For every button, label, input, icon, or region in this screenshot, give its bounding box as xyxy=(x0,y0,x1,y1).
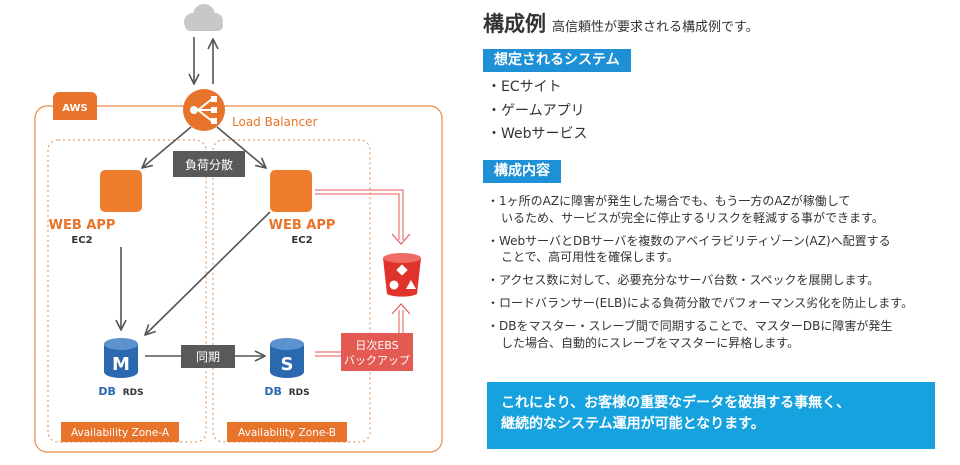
backup-label-line2: バックアップ xyxy=(344,354,410,367)
list-item: ・ロードバランサー(ELB)による負荷分散でパフォーマンス劣化を防止します。 xyxy=(487,295,952,312)
aws-badge: AWS xyxy=(53,92,97,120)
list-item: ・アクセス数に対して、必要充分なサーバ台数・スペックを展開します。 xyxy=(487,272,952,289)
aws-label: AWS xyxy=(62,103,88,114)
list-item: ・1ヶ所のAZに障害が発生した場合でも、もう一方のAZが稼働して いるため、サー… xyxy=(487,193,952,226)
arrow-lb-to-web-b xyxy=(216,126,266,168)
svg-text:DB RDS: DB RDS xyxy=(264,385,309,398)
zone-a-label: Availability Zone-A xyxy=(71,427,170,439)
arrow-web-b-to-db-a xyxy=(145,211,271,335)
ec2-icon xyxy=(270,170,312,212)
details-heading: 構成内容 xyxy=(483,160,561,183)
backup-label-line1: 日次EBS xyxy=(355,338,398,352)
db-a-glyph: M xyxy=(112,354,130,375)
list-item: ・DBをマスター・スレーブ間で同期することで、マスターDBに障害が発生 した場合… xyxy=(487,318,952,351)
list-item: ・WebサーバとDBサーバを複数のアベイラビリティゾーン(AZ)へ配置する こと… xyxy=(487,233,952,266)
detail-text: ・アクセス数に対して、必要充分なサーバ台数・スペックを展開します。 xyxy=(487,273,880,287)
description-panel: 構成例高信頼性が要求される構成例です。 想定されるシステム ・ECサイト ・ゲー… xyxy=(483,0,953,465)
load-distribution-label-box: 負荷分散 xyxy=(173,151,245,177)
page-subtitle: 高信頼性が要求される構成例です。 xyxy=(552,20,759,35)
load-distribution-label: 負荷分散 xyxy=(185,157,233,172)
web-app-b-sub: EC2 xyxy=(291,235,312,246)
db-b-db: DB xyxy=(264,385,282,398)
load-balancer-icon xyxy=(183,89,225,131)
zone-a-badge: Availability Zone-A xyxy=(61,422,179,442)
list-item: ・Webサービス xyxy=(487,126,588,142)
web-app-a-sub: EC2 xyxy=(71,235,92,246)
db-a-rds: RDS xyxy=(123,388,144,398)
list-item: ・ECサイト xyxy=(487,79,562,95)
detail-text: ・DBをマスター・スレーブ間で同期することで、マスターDBに障害が発生 した場合… xyxy=(487,319,893,350)
systems-list: ・ECサイト ・ゲームアプリ ・Webサービス xyxy=(487,76,588,147)
db-b-rds: RDS xyxy=(289,388,310,398)
cloud-icon xyxy=(184,4,223,31)
db-a-db: DB xyxy=(98,385,116,398)
page-title: 構成例 xyxy=(483,12,546,36)
aws-region-border xyxy=(34,105,443,453)
arrow-lb-to-web-a xyxy=(142,126,192,168)
web-app-a-title: WEB APP xyxy=(49,218,116,233)
zone-b-label: Availability Zone-B xyxy=(238,427,336,439)
details-list: ・1ヶ所のAZに障害が発生した場合でも、もう一方のAZが稼働して いるため、サー… xyxy=(487,193,952,358)
title-row: 構成例高信頼性が要求される構成例です。 xyxy=(483,8,759,38)
detail-text: ・1ヶ所のAZに障害が発生した場合でも、もう一方のAZが稼働して いるため、サー… xyxy=(487,194,884,225)
systems-heading: 想定されるシステム xyxy=(483,49,631,72)
list-item: ・ゲームアプリ xyxy=(487,102,585,119)
sync-label: 同期 xyxy=(196,350,220,364)
summary-callout: これにより、お客様の重要なデータを破損する事無く、 継続的なシステム運用が可能と… xyxy=(487,382,935,449)
detail-text: ・WebサーバとDBサーバを複数のアベイラビリティゾーン(AZ)へ配置する こと… xyxy=(487,233,891,265)
arrow-web-b-to-s3 xyxy=(315,189,404,240)
db-b-glyph: S xyxy=(281,354,294,375)
rds-icon: S xyxy=(270,338,304,378)
web-app-b-title: WEB APP xyxy=(269,218,336,233)
ec2-icon xyxy=(100,170,142,212)
sync-label-box: 同期 xyxy=(181,345,235,368)
s3-bucket-icon xyxy=(383,253,421,297)
load-balancer-label: Load Balancer xyxy=(232,115,317,129)
zone-b-badge: Availability Zone-B xyxy=(227,422,347,442)
rds-icon: M xyxy=(104,338,138,378)
architecture-diagram: AWS Load Balancer 負荷分散 WEB APP EC2 WEB A… xyxy=(34,4,443,453)
svg-text:DB RDS: DB RDS xyxy=(98,385,143,398)
detail-text: ・ロードバランサー(ELB)による負荷分散でパフォーマンス劣化を防止します。 xyxy=(487,296,914,310)
backup-label-box: 日次EBS バックアップ xyxy=(341,333,413,371)
